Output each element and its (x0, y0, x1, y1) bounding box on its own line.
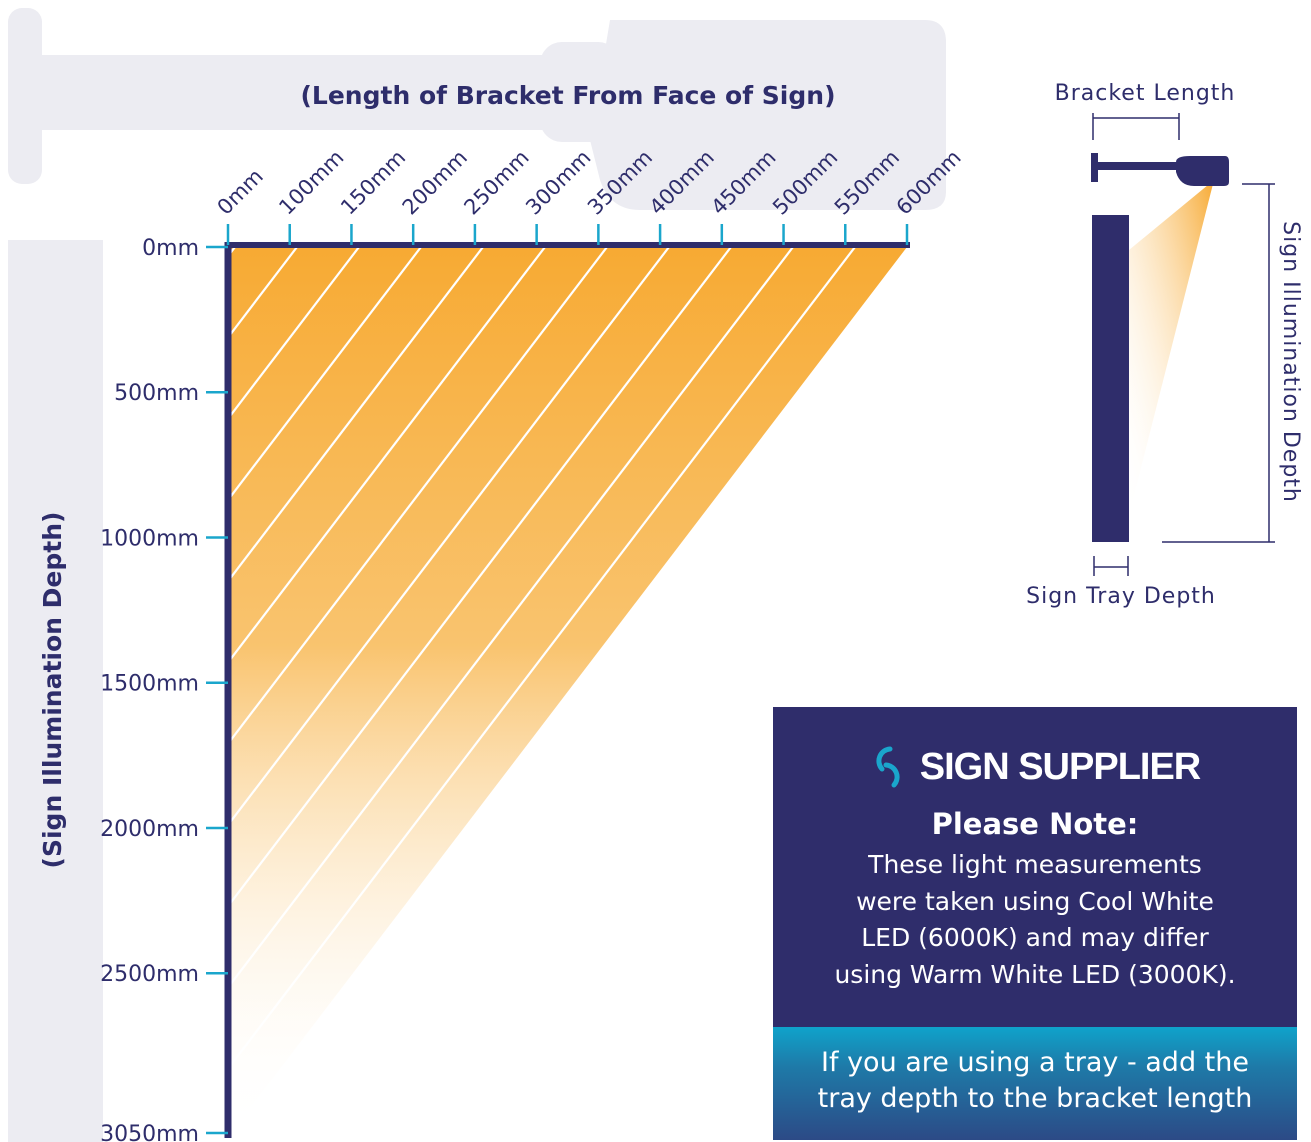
wall-plate (1091, 153, 1098, 182)
y-tick-label: 1000mm (100, 526, 199, 551)
y-tick-label: 1500mm (100, 672, 199, 697)
illumination-depth-dimension (1162, 183, 1275, 543)
x-tick-label: 250mm (459, 145, 533, 219)
hatch-line (231, 247, 422, 1133)
tray-depth-label: Sign Tray Depth (1026, 584, 1216, 609)
sign-tray (1092, 215, 1129, 542)
brand-name: SIGN SUPPLIER (919, 745, 1201, 788)
note-body: These light measurements were taken usin… (793, 847, 1277, 993)
note-panel: SIGN SUPPLIER Please Note: These light m… (773, 707, 1297, 1140)
inset-diagram: Bracket Length Sign Illumination Depth S… (1026, 81, 1303, 609)
hatch-line (231, 247, 794, 1133)
y-tick-label: 0mm (142, 236, 199, 261)
inset-light-cone (1129, 180, 1214, 515)
tray-note-line: tray depth to the bracket length (817, 1083, 1253, 1114)
bracket-length-dimension (1092, 113, 1180, 140)
note-line: LED (6000K) and may differ (861, 923, 1209, 952)
hatch-line (231, 247, 670, 1133)
x-tick-label: 100mm (274, 145, 348, 219)
tray-note-line: If you are using a tray - add the (821, 1047, 1249, 1078)
y-tick-label: 2000mm (100, 817, 199, 842)
x-axis-title: (Length of Bracket From Face of Sign) (301, 81, 836, 110)
note-line: were taken using Cool White (856, 886, 1214, 916)
note-line: using Warm White LED (3000K). (834, 959, 1236, 989)
x-tick-label: 0mm (213, 164, 268, 219)
brand: SIGN SUPPLIER (773, 742, 1297, 792)
x-tick-label: 300mm (521, 145, 595, 219)
hatch-line (231, 247, 856, 1133)
light-fitting (1176, 156, 1229, 186)
hatch-line (231, 247, 608, 1133)
y-tick-label: 3050mm (100, 1122, 199, 1142)
bracket-arm (1096, 162, 1180, 170)
hatch-line (231, 247, 732, 1133)
label-band-background (8, 8, 946, 1142)
y-axis-title: (Sign Illumination Depth) (38, 512, 67, 869)
sign-supplier-logo-icon (876, 746, 900, 788)
hatch-line (231, 247, 484, 1133)
note-title: Please Note: (931, 807, 1139, 841)
hatch-line (231, 247, 546, 1133)
y-tick-group: 0mm 500mm 1000mm 1500mm 2000mm 2500mm 3050mm (100, 236, 228, 1142)
hatch-line (231, 247, 360, 1133)
tray-depth-dimension (1093, 556, 1129, 576)
note-line: These light measurements (868, 850, 1202, 879)
tray-note-text: If you are using a tray - add the tray d… (783, 1045, 1287, 1117)
bracket-length-label: Bracket Length (1055, 81, 1236, 106)
illumination-depth-label: Sign Illumination Depth (1278, 221, 1303, 503)
x-tick-label: 150mm (336, 145, 410, 219)
x-tick-label: 200mm (398, 145, 472, 219)
y-tick-label: 2500mm (100, 962, 199, 987)
illumination-cone (231, 247, 907, 1133)
tray-note-strip: If you are using a tray - add the tray d… (773, 1027, 1297, 1140)
y-tick-label: 500mm (114, 381, 199, 406)
